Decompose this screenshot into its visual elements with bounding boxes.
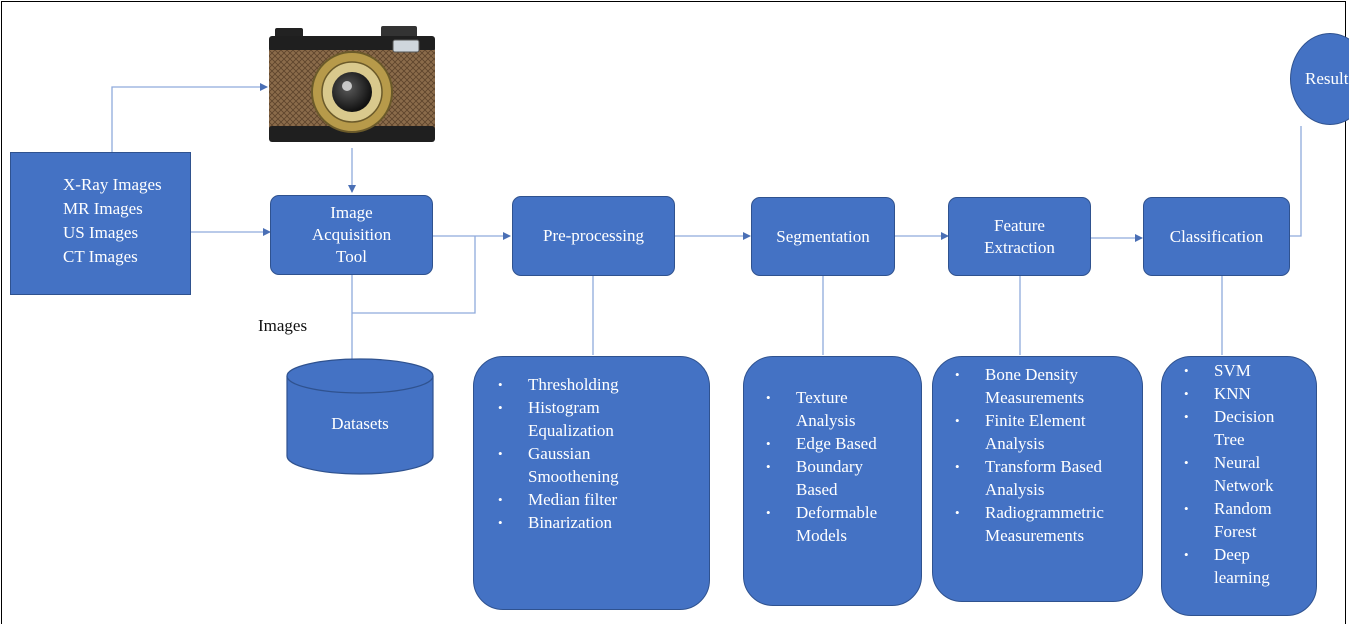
method-item: • Decision Tree: [1184, 405, 1275, 451]
bullet-icon: •: [955, 505, 960, 520]
method-item-label: KNN: [1214, 384, 1251, 403]
image-source-item: MR Images: [63, 199, 143, 218]
preprocessing-methods-list: • Thresholding • Histogram Equalization • Gau…: [498, 373, 619, 534]
method-item-label: Gaussian Smoothening: [528, 444, 619, 486]
result-node: Result: [1290, 33, 1349, 125]
method-item-label: Deep learning: [1214, 545, 1270, 587]
method-item-label: Binarization: [528, 513, 613, 532]
image-acquisition-tool-node: Image Acquisition Tool: [270, 195, 433, 275]
image-source-item: X-Ray Images: [63, 175, 162, 194]
image-sources-list: X-Ray Images MR Images US Images CT Images: [63, 173, 162, 269]
method-item: • Transform Based Analysis: [955, 455, 1104, 501]
feature-extraction-methods-panel: • Bone Density Measurements • Finite Elemen…: [932, 356, 1143, 602]
datasets-label: Datasets: [331, 414, 389, 433]
method-item: • Binarization: [498, 511, 619, 534]
image-source-item: CT Images: [63, 247, 138, 266]
segmentation-methods-list: • Texture Analysis • Edge Based • Boundary Ba…: [766, 386, 878, 547]
image-sources-box: X-Ray Images MR Images US Images CT Images: [10, 152, 191, 295]
preprocessing-node: Pre-processing: [512, 196, 675, 276]
method-item: • Radiogrammetric Measurements: [955, 501, 1104, 547]
bullet-icon: •: [1184, 386, 1189, 401]
method-item-label: Texture Analysis: [796, 388, 856, 430]
method-item: • Random Forest: [1184, 497, 1274, 543]
bullet-icon: •: [1184, 455, 1189, 470]
segmentation-label: Segmentation: [776, 226, 870, 246]
feature-extraction-node: Feature Extraction: [948, 197, 1091, 276]
method-item-label: Boundary Based: [796, 457, 864, 499]
method-item-label: Deformable Models: [796, 503, 878, 545]
method-item-label: Transform Based Analysis: [985, 457, 1102, 499]
preprocessing-methods-panel: • Thresholding • Histogram Equalization • Gau…: [473, 356, 710, 610]
database-cylinder-icon: [286, 358, 434, 475]
bullet-icon: •: [498, 492, 503, 507]
method-item: • Deep learning: [1184, 543, 1274, 589]
method-item-label: Edge Based: [796, 434, 877, 453]
connector-classification-to-result: [1290, 126, 1302, 237]
classification-label: Classification: [1169, 226, 1264, 246]
method-item: • Neural Network: [1184, 451, 1274, 497]
method-item: • Finite Element Analysis: [955, 409, 1104, 455]
method-item: • Deformable Models: [766, 501, 878, 547]
bullet-icon: •: [498, 446, 503, 461]
image-acquisition-tool-label: Image Acquisition Tool: [311, 203, 392, 266]
bullet-icon: •: [955, 367, 960, 382]
bullet-icon: •: [1184, 501, 1189, 516]
images-label: Images: [258, 316, 308, 335]
camera-icon: [269, 26, 435, 142]
bullet-icon: •: [1184, 409, 1189, 424]
method-item: • SVM: [1184, 359, 1274, 382]
method-item: • Texture Analysis: [766, 386, 877, 432]
preprocessing-label: Pre-processing: [542, 226, 645, 245]
bullet-icon: •: [498, 377, 503, 392]
method-item-label: Finite Element Analysis: [985, 411, 1086, 453]
bullet-icon: •: [1184, 547, 1189, 562]
classification-methods-list: • SVM • KNN • Decision Tree • Neural Network • Ra…: [1184, 359, 1275, 589]
method-item: • Median filter: [498, 488, 619, 511]
feature-extraction-label: Feature Extraction: [984, 215, 1055, 257]
classification-methods-panel: • SVM • KNN • Decision Tree • Neural Network • Ra…: [1161, 356, 1317, 616]
method-item-label: Radiogrammetric Measurements: [985, 503, 1104, 545]
bullet-icon: •: [955, 459, 960, 474]
bullet-icon: •: [498, 400, 503, 415]
bullet-icon: •: [766, 459, 771, 474]
bullet-icon: •: [766, 505, 771, 520]
method-item: • Thresholding: [498, 373, 619, 396]
method-item: • Edge Based: [766, 432, 877, 455]
segmentation-node: Segmentation: [751, 197, 895, 276]
bullet-icon: •: [498, 515, 503, 530]
bullet-icon: •: [955, 413, 960, 428]
bullet-icon: •: [766, 390, 771, 405]
segmentation-methods-panel: • Texture Analysis • Edge Based • Boundary Ba…: [743, 356, 922, 606]
method-item-label: Decision Tree: [1214, 407, 1275, 449]
method-item: • Histogram Equalization: [498, 396, 619, 442]
connector-datasets-loop: [352, 236, 476, 314]
method-item: • KNN: [1184, 382, 1274, 405]
connector-sources-to-camera: [111, 83, 268, 152]
method-item-label: Random Forest: [1214, 499, 1272, 541]
method-item-label: Median filter: [528, 490, 618, 509]
method-item-label: Thresholding: [528, 375, 619, 394]
bullet-icon: •: [766, 436, 771, 451]
image-source-item: US Images: [63, 223, 139, 242]
method-item-label: Neural Network: [1214, 453, 1274, 495]
result-label: Result: [1305, 69, 1349, 88]
method-item: • Bone Density Measurements: [955, 363, 1104, 409]
method-item: • Boundary Based: [766, 455, 877, 501]
method-item: • Gaussian Smoothening: [498, 442, 619, 488]
method-item-label: Histogram Equalization: [528, 398, 614, 440]
method-item-label: Bone Density Measurements: [985, 365, 1085, 407]
classification-node: Classification: [1143, 197, 1290, 276]
method-item-label: SVM: [1214, 361, 1251, 380]
bullet-icon: •: [1184, 363, 1189, 378]
feature-extraction-methods-list: • Bone Density Measurements • Finite Elemen…: [955, 363, 1104, 547]
